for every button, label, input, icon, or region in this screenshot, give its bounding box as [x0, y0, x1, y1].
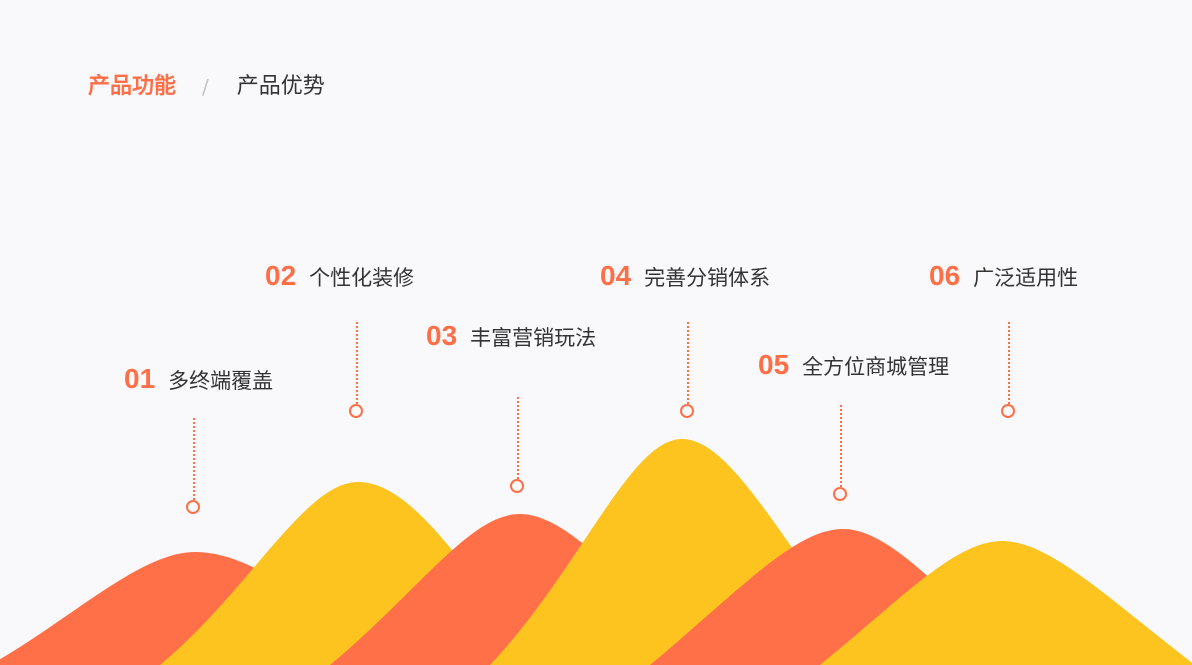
feature-title: 多终端覆盖 — [168, 369, 274, 393]
feature-number: 02 — [265, 260, 297, 291]
feature-04: 04 完善分销体系 — [600, 259, 770, 295]
feature-01-stem — [193, 418, 195, 500]
feature-06-stem — [1008, 322, 1010, 404]
feature-number: 04 — [600, 260, 632, 291]
feature-title: 全方位商城管理 — [802, 355, 950, 379]
feature-04-stem — [687, 322, 689, 404]
feature-06: 06 广泛适用性 — [929, 259, 1078, 295]
tab-product-advantages[interactable]: 产品优势 — [236, 74, 325, 99]
feature-02: 02 个性化装修 — [265, 259, 414, 295]
tab-product-features[interactable]: 产品功能 — [88, 74, 177, 99]
tab-bar: 产品功能 / 产品优势 — [88, 70, 325, 104]
feature-number: 06 — [929, 260, 961, 291]
feature-03-stem — [517, 397, 519, 479]
feature-03-marker — [510, 479, 524, 493]
feature-number: 03 — [426, 320, 458, 351]
tab-separator: / — [202, 75, 209, 99]
feature-02-stem — [356, 322, 358, 404]
feature-05: 05 全方位商城管理 — [758, 348, 949, 384]
feature-02-marker — [349, 404, 363, 418]
feature-01-marker — [186, 500, 200, 514]
feature-03: 03 丰富营销玩法 — [426, 319, 596, 355]
feature-number: 01 — [124, 363, 156, 394]
feature-title: 丰富营销玩法 — [470, 326, 597, 350]
feature-title: 完善分销体系 — [644, 266, 771, 290]
feature-05-marker — [833, 487, 847, 501]
feature-04-marker — [680, 404, 694, 418]
feature-05-stem — [840, 405, 842, 487]
feature-title: 个性化装修 — [309, 266, 415, 290]
feature-01: 01 多终端覆盖 — [124, 362, 273, 398]
mountain-6 — [820, 541, 1192, 665]
feature-title: 广泛适用性 — [973, 266, 1079, 290]
feature-number: 05 — [758, 349, 790, 380]
feature-06-marker — [1001, 404, 1015, 418]
